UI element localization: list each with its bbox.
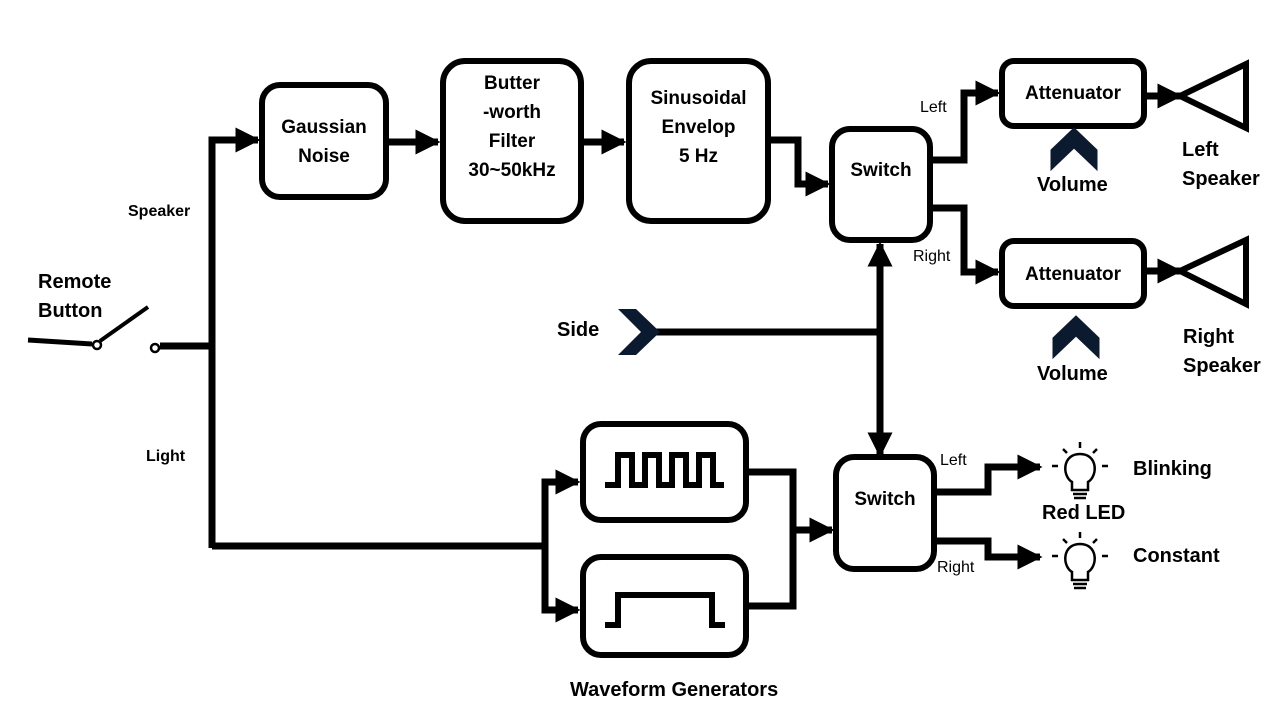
left-bottom-label: Left bbox=[940, 452, 967, 469]
waveform-generators-label: Waveform Generators bbox=[570, 679, 779, 701]
volume-left-label: Volume bbox=[1037, 174, 1108, 196]
remote-switch-icon bbox=[27, 305, 212, 354]
constant-bulb-icon bbox=[1052, 532, 1108, 590]
right-speaker-label: Right Speaker bbox=[1183, 326, 1261, 377]
blinking-label: Blinking bbox=[1133, 458, 1212, 480]
attenuator-left-block bbox=[999, 58, 1147, 129]
constant-label: Constant bbox=[1133, 545, 1220, 567]
sinusoidal-envelope-block bbox=[626, 58, 771, 224]
volume-right-chevron-icon bbox=[1052, 315, 1100, 360]
remote-button-label: Remote Button bbox=[38, 271, 112, 322]
gaussian-noise-block bbox=[259, 82, 389, 200]
side-chevron-icon bbox=[618, 309, 660, 355]
light-chain-wires bbox=[541, 454, 1043, 623]
attenuator-right-label: Attenuator bbox=[1024, 264, 1122, 285]
light-path-label: Light bbox=[146, 448, 186, 465]
switch-bottom-label: Switch bbox=[854, 489, 916, 510]
right-bottom-label: Right bbox=[937, 559, 975, 576]
input-wires bbox=[208, 127, 545, 550]
gaussian-noise-label: Gaussian Noise bbox=[281, 117, 367, 167]
pulse-generator-block bbox=[580, 554, 749, 658]
right-top-label: Right bbox=[913, 248, 951, 265]
side-label: Side bbox=[557, 319, 600, 341]
square-wave-generator-block bbox=[580, 421, 749, 523]
volume-left-chevron-icon bbox=[1050, 127, 1098, 172]
red-led-label: Red LED bbox=[1042, 502, 1126, 524]
left-speaker-label: Left Speaker bbox=[1182, 139, 1260, 190]
attenuator-left-label: Attenuator bbox=[1024, 83, 1122, 104]
side-wires bbox=[650, 241, 893, 458]
pulse-icon bbox=[605, 592, 725, 628]
speaker-path-label: Speaker bbox=[128, 203, 191, 220]
volume-right-label: Volume bbox=[1037, 363, 1108, 385]
butterworth-filter-block bbox=[440, 58, 584, 224]
left-speaker-icon bbox=[1173, 59, 1249, 133]
attenuator-right-block bbox=[999, 238, 1147, 309]
blinking-bulb-icon bbox=[1052, 442, 1108, 500]
sinusoidal-envelope-label: Sinusoidal Envelop 5 Hz bbox=[650, 88, 747, 167]
switch-bottom-block bbox=[833, 454, 937, 572]
right-speaker-icon bbox=[1173, 235, 1249, 309]
square-wave-icon bbox=[605, 452, 724, 488]
speaker-chain-wires bbox=[386, 80, 1183, 285]
switch-top-label: Switch bbox=[850, 160, 912, 181]
butterworth-filter-label: Butter -worth Filter 30~50kHz bbox=[468, 73, 556, 181]
left-top-label: Left bbox=[920, 99, 947, 116]
switch-top-block bbox=[829, 126, 933, 243]
